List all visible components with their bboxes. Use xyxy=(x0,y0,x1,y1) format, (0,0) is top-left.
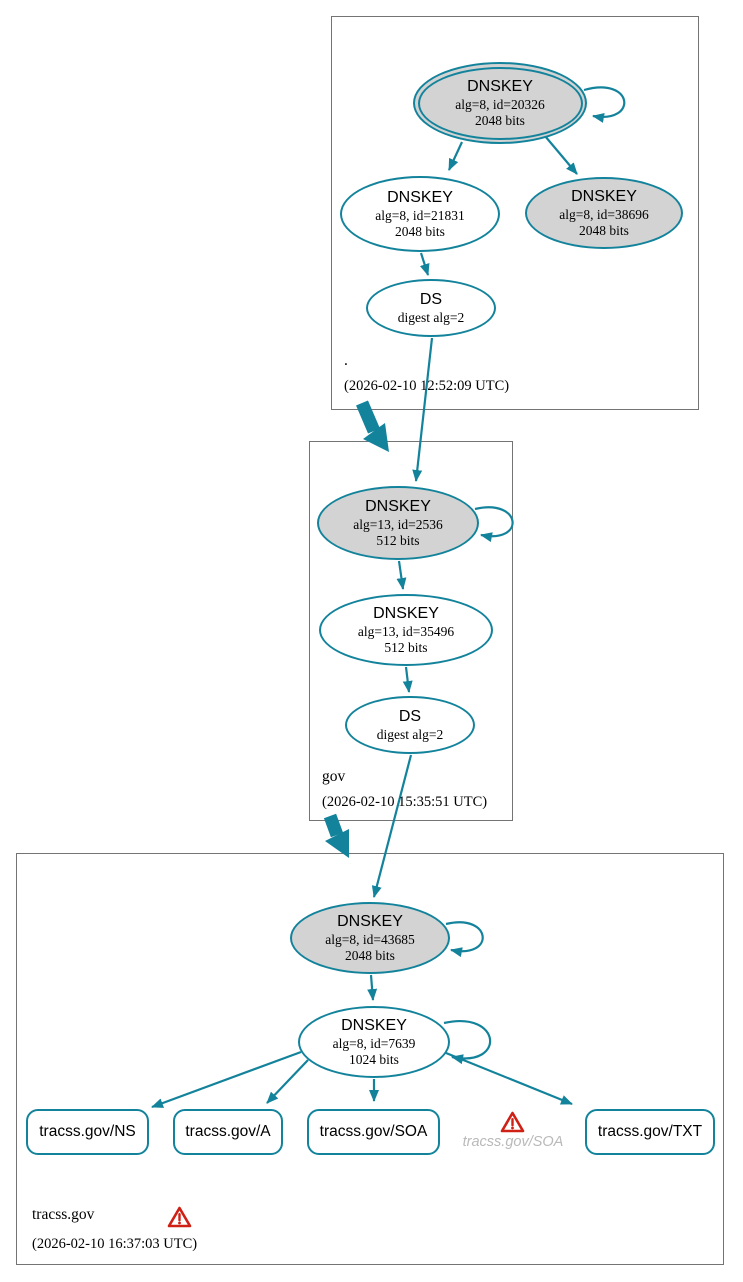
node-detail: alg=8, id=38696 xyxy=(559,206,649,222)
node-detail: 512 bits xyxy=(376,532,420,548)
root-ds-node[interactable]: DS digest alg=2 xyxy=(366,279,496,337)
zone-timestamp-gov: (2026-02-10 15:35:51 UTC) xyxy=(322,794,488,810)
node-detail: alg=13, id=35496 xyxy=(357,623,455,639)
edge-zsk-to-a xyxy=(266,1059,309,1104)
edge-gov-ksk-to-zsk xyxy=(396,560,407,590)
node-detail: digest alg=2 xyxy=(376,726,444,742)
zone-timestamp-root: (2026-02-10 12:52:09 UTC) xyxy=(344,378,510,394)
root-zsk-dnskey-node[interactable]: DNSKEY alg=8, id=21831 2048 bits xyxy=(340,176,500,252)
node-detail: digest alg=2 xyxy=(397,309,465,325)
edge-tracss-ksk-to-zsk xyxy=(367,974,378,1001)
gov-ds-node[interactable]: DS digest alg=2 xyxy=(345,696,475,754)
edge-root-ksk-to-key2 xyxy=(544,135,578,175)
root-ksk-self-loop xyxy=(583,86,626,123)
warning-icon xyxy=(167,1206,192,1228)
node-title: DNSKEY xyxy=(337,913,403,931)
rrset-tracss-gov-ns[interactable]: tracss.gov/NS xyxy=(26,1109,149,1155)
edge-zsk-to-txt xyxy=(445,1051,573,1106)
warning-icon xyxy=(500,1111,525,1133)
edge-root-ksk-to-zsk xyxy=(448,141,463,171)
node-detail: 2048 bits xyxy=(579,222,629,238)
rrset-tracss-gov-soa[interactable]: tracss.gov/SOA xyxy=(307,1109,440,1155)
root-ksk-dnskey-node[interactable]: DNSKEY alg=8, id=20326 2048 bits xyxy=(413,62,587,144)
node-title: DNSKEY xyxy=(365,498,431,516)
node-detail: alg=8, id=21831 xyxy=(375,207,465,223)
zone-label-root: . xyxy=(344,352,348,369)
node-detail: 2048 bits xyxy=(395,223,445,239)
node-detail: 1024 bits xyxy=(349,1051,399,1067)
zone-label-gov: gov xyxy=(322,768,346,785)
delegation-arrow-gov-to-tracss xyxy=(323,813,349,858)
root-dnskey-38696-node[interactable]: DNSKEY alg=8, id=38696 2048 bits xyxy=(525,177,683,249)
node-title: DNSKEY xyxy=(387,189,453,207)
zone-label-tracss-gov: tracss.gov xyxy=(32,1206,95,1223)
edge-gov-zsk-to-ds xyxy=(402,666,413,693)
edge-gov-ds-to-tracss-ksk xyxy=(371,754,413,898)
node-title: DNSKEY xyxy=(467,78,533,96)
node-detail: alg=13, id=2536 xyxy=(353,516,443,532)
delegation-arrow-root-to-gov xyxy=(356,400,389,452)
node-title: DNSKEY xyxy=(571,188,637,206)
node-detail: alg=8, id=7639 xyxy=(332,1035,416,1051)
gov-zsk-dnskey-node[interactable]: DNSKEY alg=13, id=35496 512 bits xyxy=(319,594,493,666)
tracss-ksk-dnskey-node[interactable]: DNSKEY alg=8, id=43685 2048 bits xyxy=(290,902,450,974)
tracss-zsk-dnskey-node[interactable]: DNSKEY alg=8, id=7639 1024 bits xyxy=(298,1006,450,1078)
node-title: DS xyxy=(419,291,443,309)
edge-root-ds-to-gov-ksk xyxy=(412,337,434,482)
tracss-ksk-self-loop xyxy=(445,921,484,958)
zone-timestamp-tracss-gov: (2026-02-10 16:37:03 UTC) xyxy=(32,1236,198,1252)
node-detail: alg=8, id=43685 xyxy=(325,931,415,947)
node-detail: alg=8, id=20326 xyxy=(455,96,545,112)
node-detail: 2048 bits xyxy=(475,112,525,128)
gov-ksk-dnskey-node[interactable]: DNSKEY alg=13, id=2536 512 bits xyxy=(317,486,479,560)
tracss-zsk-self-loop xyxy=(443,1020,492,1065)
gov-ksk-self-loop xyxy=(474,506,514,543)
rrset-tracss-gov-a[interactable]: tracss.gov/A xyxy=(173,1109,283,1155)
node-detail: 2048 bits xyxy=(345,947,395,963)
missing-rrset-label: tracss.gov/SOA xyxy=(462,1134,564,1150)
edge-root-zsk-to-ds xyxy=(419,252,430,276)
node-detail: 512 bits xyxy=(384,639,428,655)
edge-zsk-to-ns xyxy=(151,1050,302,1109)
node-title: DS xyxy=(398,708,422,726)
rrset-tracss-gov-txt[interactable]: tracss.gov/TXT xyxy=(585,1109,715,1155)
node-title: DNSKEY xyxy=(341,1017,407,1035)
node-title: DNSKEY xyxy=(373,605,439,623)
